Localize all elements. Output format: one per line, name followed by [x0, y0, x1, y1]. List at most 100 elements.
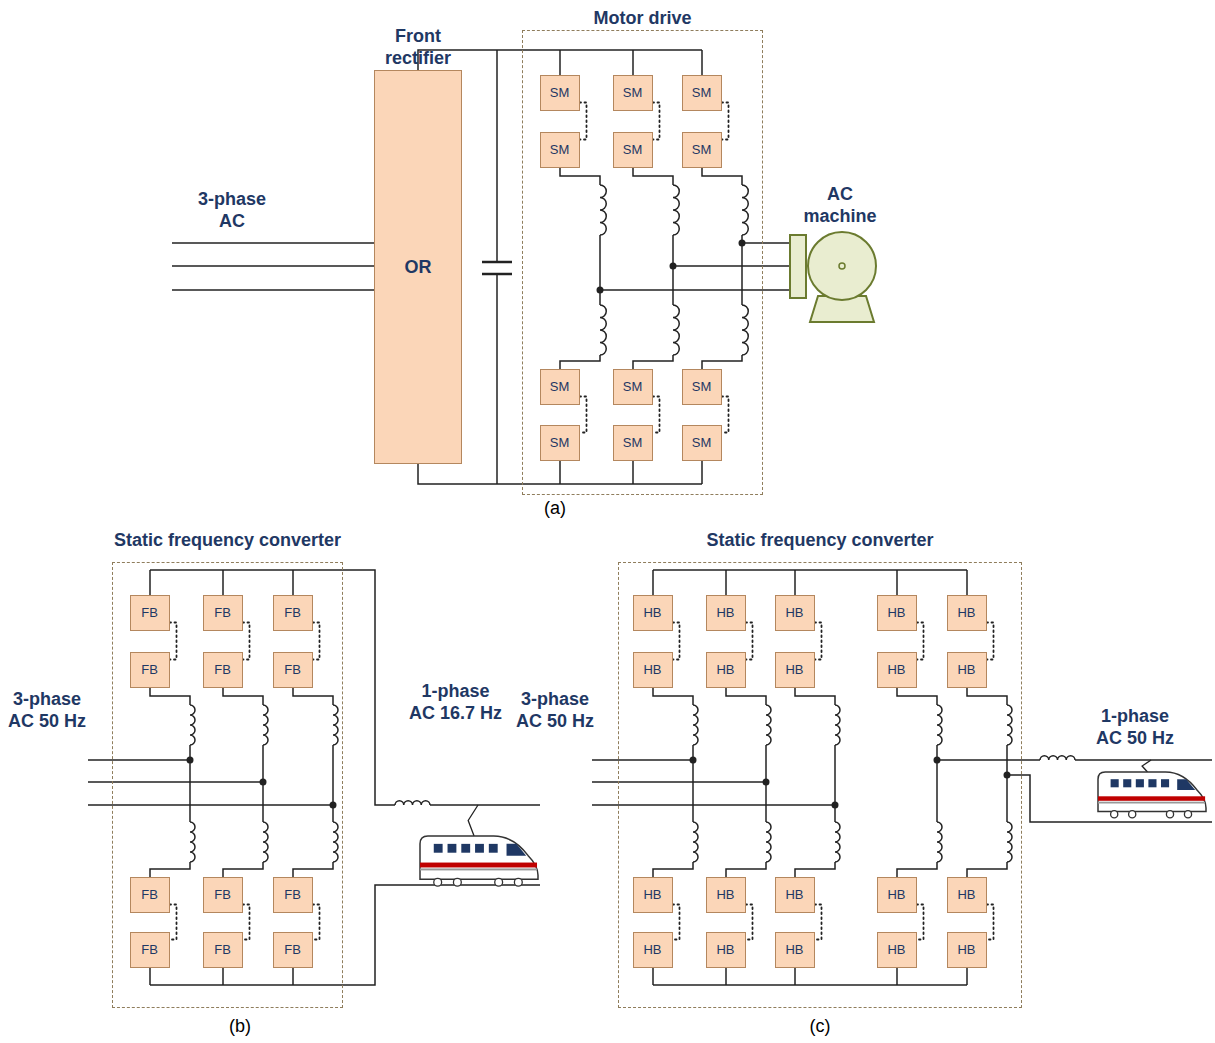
- wire: [150, 688, 190, 705]
- dotted-connection: [746, 905, 753, 940]
- submodule-label: HB: [887, 942, 905, 957]
- submodule-label: SM: [623, 142, 643, 157]
- submodule-label: FB: [214, 887, 231, 902]
- dotted-connection: [746, 623, 753, 660]
- wire: [896, 968, 898, 985]
- submodule-box: SM: [540, 369, 580, 405]
- inductor-symbol: [600, 185, 606, 235]
- inductor-symbol: [333, 705, 338, 745]
- wire: [652, 968, 654, 985]
- wire: [149, 570, 151, 595]
- wire: [150, 862, 190, 877]
- dotted-connection: [313, 905, 320, 940]
- wire: [897, 688, 937, 705]
- wire: [672, 235, 674, 305]
- wire: [794, 968, 796, 985]
- wire: [430, 804, 540, 806]
- submodule-label: HB: [957, 887, 975, 902]
- submodule-label: FB: [141, 662, 158, 677]
- wire: [332, 745, 334, 822]
- machine-shaft: [839, 263, 845, 269]
- inductor-symbol: [263, 822, 268, 862]
- submodule-box: HB: [706, 595, 746, 631]
- submodule-box: HB: [947, 595, 987, 631]
- train-icon: [1098, 760, 1206, 818]
- dotted-connection: [313, 623, 320, 660]
- wire: [600, 289, 790, 291]
- submodule-label: FB: [141, 887, 158, 902]
- inductor-symbol: [937, 705, 942, 745]
- inductor-symbol: [835, 822, 840, 862]
- signal-label: 3-phase AC: [192, 188, 272, 232]
- signal-label: 1-phase AC 50 Hz: [1090, 705, 1180, 749]
- submodule-label: SM: [692, 435, 712, 450]
- wire: [293, 862, 333, 877]
- wire: [653, 862, 693, 877]
- wire: [560, 168, 600, 185]
- inductor-symbol: [766, 705, 771, 745]
- wire: [632, 461, 634, 484]
- dotted-connection: [673, 623, 680, 660]
- dotted-connection: [815, 905, 822, 940]
- submodule-box: FB: [273, 652, 313, 688]
- submodule-box: FB: [203, 595, 243, 631]
- submodule-box: FB: [130, 595, 170, 631]
- submodule-label: HB: [716, 942, 734, 957]
- wire: [795, 862, 835, 877]
- wire: [652, 570, 654, 595]
- dotted-connection: [987, 905, 994, 940]
- submodule-box: SM: [613, 132, 653, 168]
- wire: [560, 355, 600, 369]
- submodule-box: SM: [613, 75, 653, 111]
- wire: [292, 968, 294, 985]
- submodule-label: HB: [957, 662, 975, 677]
- inductor-symbol: [673, 305, 679, 355]
- wire: [418, 464, 560, 484]
- inductor-symbol: [333, 822, 338, 862]
- signal-label: 3-phase AC 50 Hz: [510, 688, 600, 732]
- submodule-box: HB: [947, 932, 987, 968]
- dotted-connection: [987, 623, 994, 660]
- submodule-label: HB: [887, 605, 905, 620]
- submodule-box: HB: [633, 595, 673, 631]
- dotted-connection: [170, 905, 177, 940]
- submodule-box: HB: [633, 932, 673, 968]
- wire: [222, 570, 224, 595]
- wire: [742, 242, 790, 244]
- submodule-box: FB: [130, 652, 170, 688]
- wire: [88, 759, 190, 761]
- capacitor-plate: [482, 261, 512, 264]
- submodule-label: SM: [692, 379, 712, 394]
- dotted-connection: [653, 103, 660, 140]
- submodule-label: HB: [643, 605, 661, 620]
- submodule-box: SM: [682, 132, 722, 168]
- wire: [726, 688, 766, 705]
- submodule-box: HB: [706, 877, 746, 913]
- dotted-connection: [580, 103, 587, 140]
- submodule-box: SM: [540, 132, 580, 168]
- submodule-box: FB: [203, 932, 243, 968]
- submodule-label: SM: [550, 379, 570, 394]
- wire: [966, 968, 968, 985]
- wire: [633, 168, 673, 185]
- capacitor-plate: [482, 273, 512, 276]
- wire: [937, 759, 1040, 761]
- converter-frame: Motor driveSMSMSMSMSMSMSMSMSMSMSMSM: [522, 30, 763, 495]
- wire: [293, 885, 540, 985]
- submodule-label: FB: [284, 887, 301, 902]
- dotted-connection: [673, 905, 680, 940]
- wire: [559, 50, 561, 75]
- wire: [88, 804, 333, 806]
- submodule-label: FB: [214, 942, 231, 957]
- submodule-label: HB: [887, 662, 905, 677]
- submodule-box: HB: [877, 877, 917, 913]
- dotted-connection: [653, 397, 660, 433]
- submodule-box: HB: [633, 652, 673, 688]
- wire: [560, 483, 702, 485]
- panel-caption: (b): [220, 1015, 260, 1037]
- submodule-box: SM: [682, 369, 722, 405]
- submodule-label: FB: [141, 942, 158, 957]
- inductor-symbol: [766, 822, 771, 862]
- machine-terminal-box: [790, 235, 806, 298]
